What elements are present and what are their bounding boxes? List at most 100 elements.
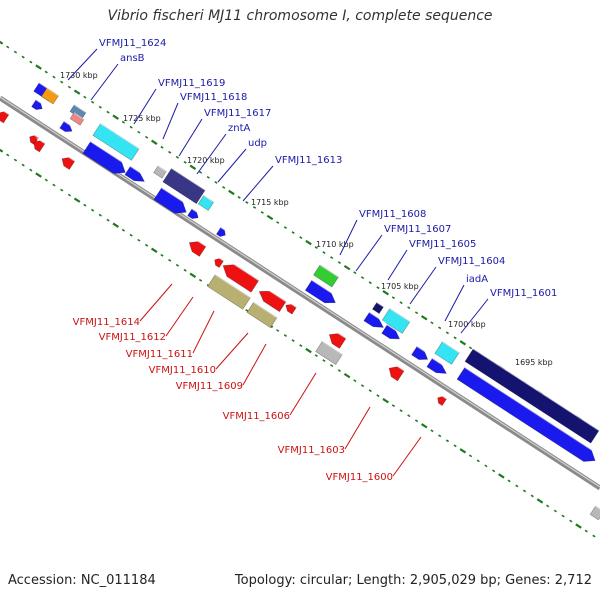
gene-block <box>153 187 191 214</box>
callout-line <box>162 102 179 140</box>
feature-shine <box>253 301 278 319</box>
tick-mark <box>382 398 389 404</box>
tick-mark <box>90 208 95 212</box>
gene-label: VFMJ11_1618 <box>180 92 247 103</box>
tick-mark <box>67 85 72 89</box>
callout-line <box>344 406 371 450</box>
tick-mark <box>453 444 457 448</box>
feature-shape <box>61 157 76 170</box>
callout-line <box>392 436 422 477</box>
tick-mark <box>67 193 72 197</box>
position-label: 1715 kbp <box>251 198 289 207</box>
position-label: 1725 kbp <box>123 114 161 123</box>
tick-mark <box>376 394 380 398</box>
tick-mark <box>459 340 467 346</box>
tick-mark <box>150 139 158 145</box>
tick-mark <box>137 130 141 134</box>
feature-shine <box>287 301 297 308</box>
callout-line <box>444 284 465 322</box>
gene-block <box>33 137 46 153</box>
callout-line <box>289 372 317 416</box>
tick-mark <box>144 135 149 139</box>
gene-block <box>372 301 384 314</box>
gene-block <box>363 311 387 328</box>
gene-block <box>258 285 287 313</box>
tick-mark <box>44 70 48 74</box>
gene-label: VFMJ11_1606 <box>223 411 290 422</box>
summary-text: Topology: circular; Length: 2,905,029 bp… <box>234 573 592 588</box>
tick-mark <box>468 346 473 350</box>
tick-mark <box>175 155 180 159</box>
feature-shape <box>372 302 384 314</box>
tick-mark <box>399 301 403 305</box>
feature-shine <box>73 112 85 120</box>
tick-mark <box>168 258 172 262</box>
tick-mark <box>476 459 480 463</box>
tick-mark <box>237 195 241 199</box>
gene-block <box>69 112 85 126</box>
callout-line <box>90 63 119 101</box>
feature-shine <box>64 154 76 162</box>
gene-label: VFMJ11_1614 <box>73 317 140 328</box>
tick-mark <box>150 247 158 253</box>
tick-mark <box>83 95 87 99</box>
tick-mark <box>445 331 450 335</box>
tick-mark <box>112 114 119 120</box>
tick-mark <box>198 278 203 282</box>
callout-line <box>165 296 194 337</box>
feature-shine <box>36 137 46 145</box>
callout-line <box>387 249 408 281</box>
tick-mark <box>314 246 318 250</box>
tick-mark <box>266 214 274 221</box>
tick-mark <box>536 498 544 504</box>
tick-mark <box>73 89 81 95</box>
gene-block <box>426 357 450 374</box>
tick-mark <box>6 153 10 157</box>
gene-block <box>381 308 411 334</box>
gene-label: VFMJ11_1601 <box>490 288 557 299</box>
gene-label: VFMJ11_1612 <box>99 332 166 343</box>
gene-label: VFMJ11_1604 <box>438 256 505 267</box>
callout-line <box>178 118 203 157</box>
tick-mark <box>252 206 257 209</box>
tick-mark <box>376 286 380 290</box>
gene-block <box>92 123 140 161</box>
gene-label: VFMJ11_1617 <box>204 108 271 119</box>
tick-mark <box>29 60 33 64</box>
tick-mark <box>353 271 357 275</box>
tick-mark <box>299 236 303 239</box>
feature-shine <box>157 165 167 172</box>
callout-line <box>339 219 358 256</box>
callout-line <box>409 266 437 305</box>
tick-mark <box>453 336 457 340</box>
gene-block <box>313 264 339 288</box>
callout-line <box>192 310 215 354</box>
feature-shape <box>363 311 384 328</box>
gene-label: udp <box>248 138 267 149</box>
gene-block <box>456 367 600 462</box>
gene-label: zntA <box>228 123 251 134</box>
callout-line <box>133 88 157 125</box>
gene-callout-layer: VFMJ11_1624ansBVFMJ11_1619VFMJ11_1618VFM… <box>67 38 557 483</box>
tick-mark <box>112 222 119 228</box>
position-label: 1700 kbp <box>448 320 486 329</box>
tick-mark <box>121 228 126 232</box>
feature-shine <box>161 187 191 207</box>
gene-block <box>31 99 45 110</box>
tick-mark <box>330 364 334 368</box>
gene-block <box>411 345 431 360</box>
tick-mark <box>245 309 249 312</box>
tick-mark <box>592 534 596 538</box>
feature-shine <box>369 311 387 324</box>
tick-mark <box>353 379 357 383</box>
feature-shine <box>392 362 405 372</box>
gene-block <box>40 87 60 105</box>
tick-mark <box>144 243 149 247</box>
tick-mark <box>52 75 56 79</box>
feature-shine <box>214 274 251 299</box>
tick-mark <box>561 514 565 518</box>
gene-block <box>222 259 260 293</box>
tick-mark <box>430 429 434 433</box>
tick-mark <box>189 272 197 279</box>
